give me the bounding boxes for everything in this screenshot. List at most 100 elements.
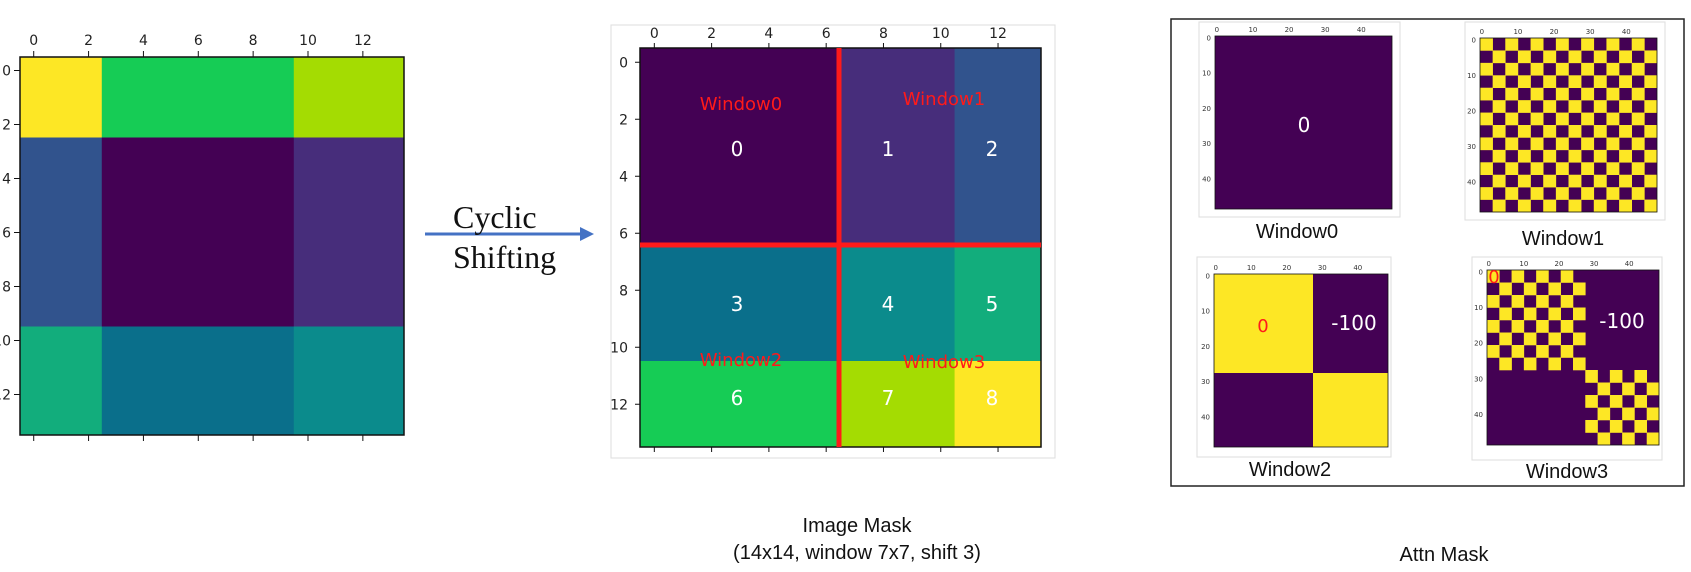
image-mask-caption-title: Image Mask — [803, 515, 913, 537]
attn-window3-cell — [1622, 407, 1635, 421]
mask-y-tick-label: 4 — [619, 169, 628, 185]
attn-window3-cell — [1622, 432, 1635, 446]
attn-window1-cell — [1492, 50, 1506, 64]
attn-x-tick-label: 40 — [1357, 26, 1366, 34]
attn-window1-cell — [1543, 149, 1557, 163]
attn-window1-cell — [1581, 137, 1595, 151]
attn-window3-cell — [1511, 270, 1525, 283]
attn-y-tick-label: 10 — [1474, 304, 1483, 312]
attn-window3-cell — [1609, 420, 1623, 433]
left-mask-cell — [293, 137, 405, 328]
attn-window3-cell — [1511, 295, 1525, 308]
attn-window1-cell — [1543, 199, 1557, 213]
attn-window1-cell — [1543, 100, 1557, 113]
attn-window3-border — [1471, 256, 1663, 461]
attn-x-tick-label: 20 — [1550, 28, 1559, 36]
attn-window1-cell — [1568, 75, 1582, 89]
attn-y-tick-label: 40 — [1474, 411, 1483, 419]
attn-window1-cell — [1644, 125, 1658, 138]
attn-y-tick-label: 20 — [1201, 343, 1210, 351]
attn-window3-cell — [1523, 357, 1537, 371]
attn-window1-cell — [1631, 38, 1645, 51]
attn-window1-cell — [1568, 50, 1582, 64]
attn-window1-cell — [1581, 38, 1595, 51]
attn-window1-cell — [1555, 112, 1569, 126]
attn-window3-cell — [1487, 320, 1500, 333]
attn-window3-cell — [1646, 432, 1660, 446]
attn-window3-cell — [1573, 332, 1586, 346]
attn-window1-cell — [1517, 50, 1531, 64]
attn-window1-cell — [1619, 149, 1633, 163]
attn-window1-cell — [1644, 199, 1658, 213]
attn-window3-cell — [1499, 307, 1512, 321]
attn-window1-cell — [1568, 100, 1582, 113]
attn-x-tick-label: 0 — [1487, 260, 1491, 268]
attn-y-tick-label: 20 — [1202, 105, 1211, 113]
attn-window1-cell — [1631, 112, 1645, 126]
attn-window3-cell — [1487, 345, 1500, 358]
mask-y-tick-label: 0 — [619, 55, 628, 71]
attn-window1-cell — [1581, 162, 1595, 176]
attn-window3-cell — [1560, 295, 1574, 308]
left-x-tick-label: 10 — [299, 33, 317, 49]
region-label-2: 2 — [986, 137, 999, 161]
attn-y-tick-label: 40 — [1202, 175, 1211, 183]
attn-window1-cell — [1555, 38, 1569, 51]
attn-y-tick-label: 10 — [1201, 308, 1210, 316]
attn-window3-cell — [1548, 357, 1562, 371]
mask-x-tick-label: 8 — [879, 26, 888, 42]
attn-window3-cell — [1646, 382, 1660, 396]
image-mask-region — [639, 47, 841, 248]
attn-window1-cell — [1593, 149, 1607, 163]
attn-window3-cell — [1622, 382, 1635, 396]
attn-window3-cell — [1597, 382, 1611, 396]
attn-x-tick-label: 30 — [1318, 264, 1327, 272]
attn-window1-cell — [1543, 75, 1557, 89]
attn-window3-cell — [1634, 395, 1648, 408]
region-label-7: 7 — [882, 386, 895, 410]
attn-x-tick-label: 30 — [1590, 260, 1599, 268]
left-x-tick-label: 6 — [194, 33, 203, 49]
attn-window3-cell — [1585, 370, 1598, 383]
attn-window3-heatmap-frame — [1486, 269, 1660, 446]
attn-window1-cell — [1581, 62, 1595, 76]
left-plot-frame — [19, 56, 405, 436]
attn-window1-cell — [1644, 75, 1658, 89]
attn-window3-cell — [1560, 345, 1574, 358]
attn-window1-cell — [1517, 174, 1531, 188]
left-mask-cell — [19, 326, 103, 436]
attn-x-tick-label: 0 — [1214, 264, 1218, 272]
attn-window1-cell — [1530, 62, 1544, 76]
left-mask-cell — [293, 326, 405, 436]
attn-x-tick-label: 10 — [1513, 28, 1522, 36]
region-label-0: 0 — [731, 137, 744, 161]
attn-x-tick-label: 10 — [1519, 260, 1528, 268]
attn-window1-cell — [1505, 38, 1519, 51]
arrow-label-line2: Shifting — [453, 239, 556, 275]
attn-y-tick-label: 0 — [1472, 36, 1476, 44]
attn-y-tick-label: 10 — [1467, 72, 1476, 80]
attn-window1-cell — [1555, 137, 1569, 151]
attn-window1-cell — [1606, 137, 1620, 151]
attn-y-tick-label: 10 — [1202, 70, 1211, 78]
attn-y-tick-label: 20 — [1474, 340, 1483, 348]
mask-x-tick-label: 12 — [989, 26, 1007, 42]
attn-window1-cell — [1644, 149, 1658, 163]
left-y-tick-label: 4 — [2, 172, 11, 188]
attn-window3-cell — [1560, 320, 1574, 333]
attn-x-tick-label: 40 — [1622, 28, 1631, 36]
attn-window1-cell — [1505, 187, 1519, 200]
left-mask-cell — [293, 56, 405, 139]
attn-window3-cell — [1511, 320, 1525, 333]
attn-x-tick-label: 40 — [1353, 264, 1362, 272]
attn-window1-cell — [1530, 187, 1544, 200]
attn-window3-cell — [1523, 332, 1537, 346]
mask-y-tick-label: 6 — [619, 226, 628, 242]
attn-window3-cell — [1536, 295, 1549, 308]
attn-x-tick-label: 20 — [1554, 260, 1563, 268]
attn-x-tick-label: 0 — [1480, 28, 1484, 36]
